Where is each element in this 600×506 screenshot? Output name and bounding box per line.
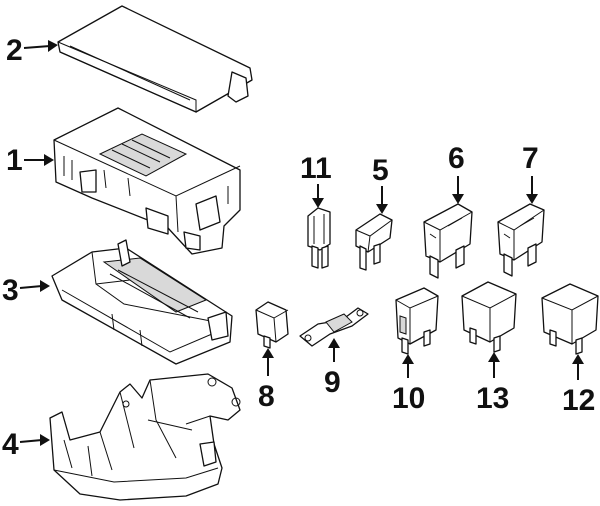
svg-text:10: 10 [392,382,425,415]
callout-10: 10 [392,354,425,415]
svg-text:8: 8 [258,380,275,413]
svg-text:13: 13 [476,382,509,415]
svg-text:1: 1 [6,144,23,177]
part-11-fuse [307,207,331,269]
part-8-diode [255,301,289,349]
part-1-fuse-box [53,107,241,255]
part-4-bracket [49,373,241,501]
svg-text:9: 9 [324,366,341,399]
part-13-relay [461,281,517,353]
part-7-cartridge-fuse [497,203,545,277]
svg-text:3: 3 [2,274,19,307]
svg-text:5: 5 [372,154,389,187]
callout-12: 12 [562,354,595,417]
callout-9: 9 [324,338,341,399]
part-9-fusible-link [299,307,369,347]
svg-text:7: 7 [522,142,539,175]
callout-4: 4 [2,428,50,461]
callout-1: 1 [6,144,54,177]
part-5-mini-fuse [355,213,393,271]
svg-text:2: 2 [6,34,23,67]
callout-2: 2 [6,34,58,67]
callout-8: 8 [258,348,275,413]
part-10-maxi-fuse [395,287,439,355]
callout-11: 11 [300,152,332,208]
part-6-cartridge-fuse [423,203,473,279]
callout-7: 7 [522,142,539,204]
part-3-lower-tray [51,239,233,365]
svg-text:12: 12 [562,384,595,417]
svg-text:4: 4 [2,428,19,461]
part-12-relay [541,283,599,355]
callout-5: 5 [372,154,389,214]
part-2-cover [57,5,253,113]
svg-text:6: 6 [448,142,465,175]
svg-text:11: 11 [300,152,332,185]
callout-6: 6 [448,142,465,204]
callout-3: 3 [2,274,50,307]
callout-13: 13 [476,352,509,415]
